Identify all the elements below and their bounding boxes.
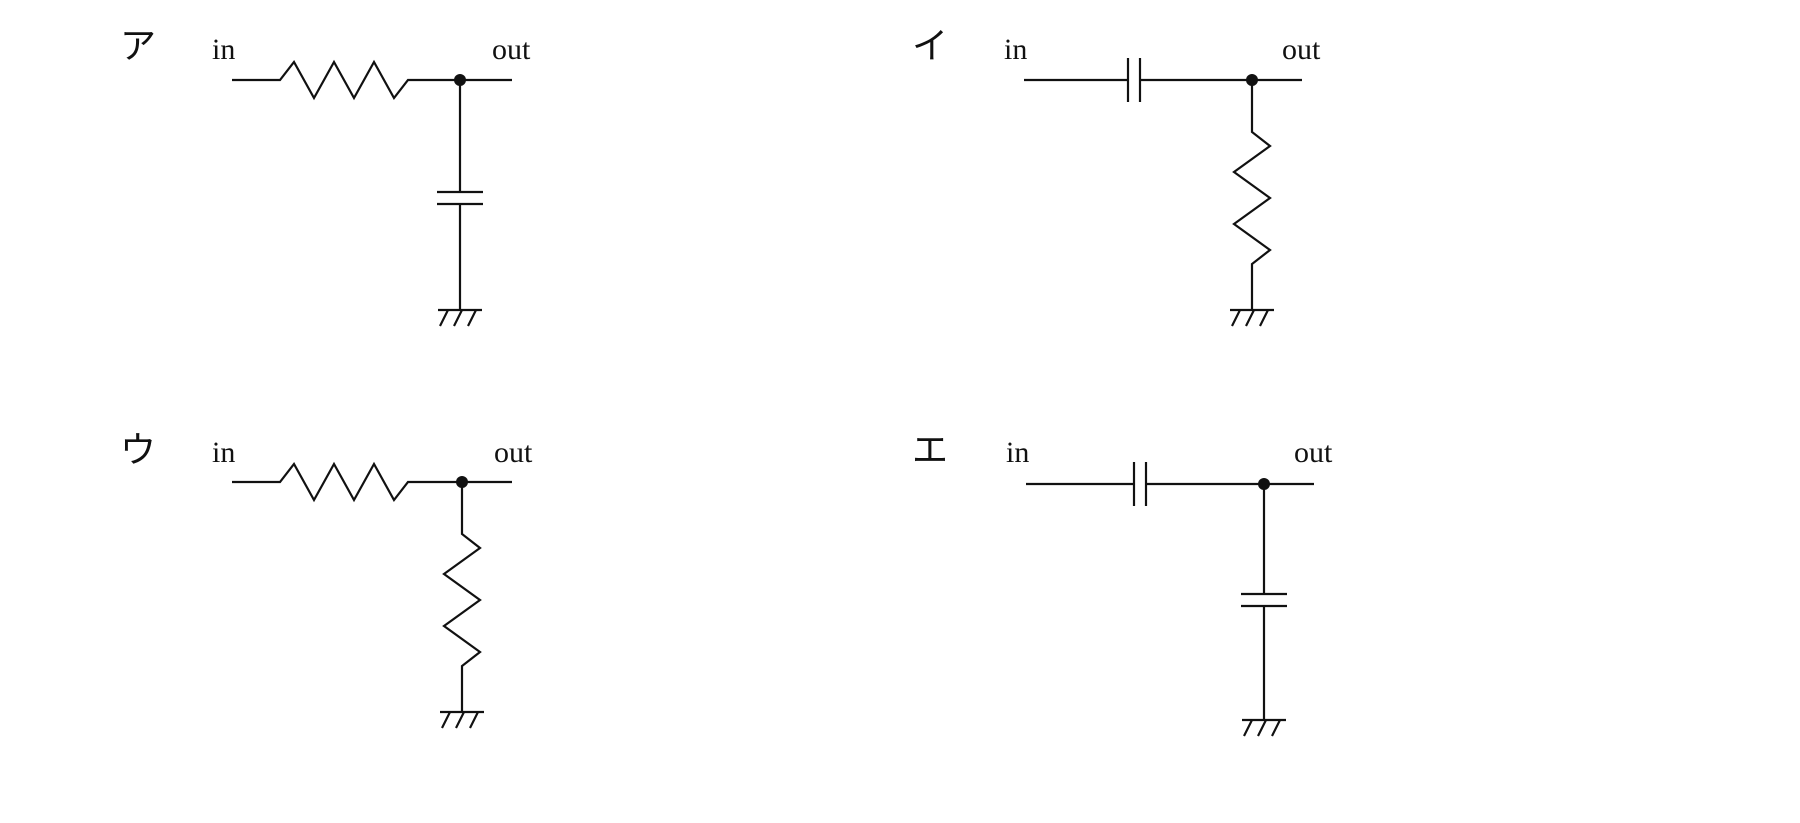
circuit-u-out-label: out <box>494 436 533 469</box>
circuit-i-shunt-resistor <box>1232 80 1272 310</box>
circuit-e-shunt-capacitor <box>1241 484 1287 720</box>
circuit-i-in-label: in <box>1004 33 1027 66</box>
circuit-e-ground-symbol <box>1242 718 1286 737</box>
circuit-u: ウ in out <box>120 430 533 729</box>
circuit-e: エ in out <box>912 430 1333 737</box>
circuit-i-label: イ <box>912 26 948 66</box>
circuit-a-ground-symbol <box>438 308 482 327</box>
circuit-u-label: ウ <box>120 430 156 470</box>
circuit-a-in-label: in <box>212 33 235 66</box>
circuit-i-ground-symbol <box>1230 308 1274 327</box>
circuit-a-label: ア <box>120 26 156 66</box>
circuit-i: イ in out <box>912 26 1321 327</box>
circuit-e-out-label: out <box>1294 436 1333 469</box>
circuit-e-label: エ <box>912 430 948 470</box>
circuit-i-series-capacitor <box>1024 58 1302 102</box>
circuit-e-in-label: in <box>1006 436 1029 469</box>
circuit-u-ground-symbol <box>440 710 484 729</box>
circuit-u-in-label: in <box>212 436 235 469</box>
circuit-u-shunt-resistor <box>442 482 482 712</box>
circuit-e-series-capacitor <box>1026 462 1314 506</box>
circuit-u-series-resistor <box>232 461 512 503</box>
circuit-a-shunt-capacitor <box>437 80 483 310</box>
circuit-i-out-label: out <box>1282 33 1321 66</box>
circuit-a-out-label: out <box>492 33 531 66</box>
circuit-a-series-resistor <box>232 59 512 101</box>
circuit-a: ア in out <box>120 26 531 327</box>
